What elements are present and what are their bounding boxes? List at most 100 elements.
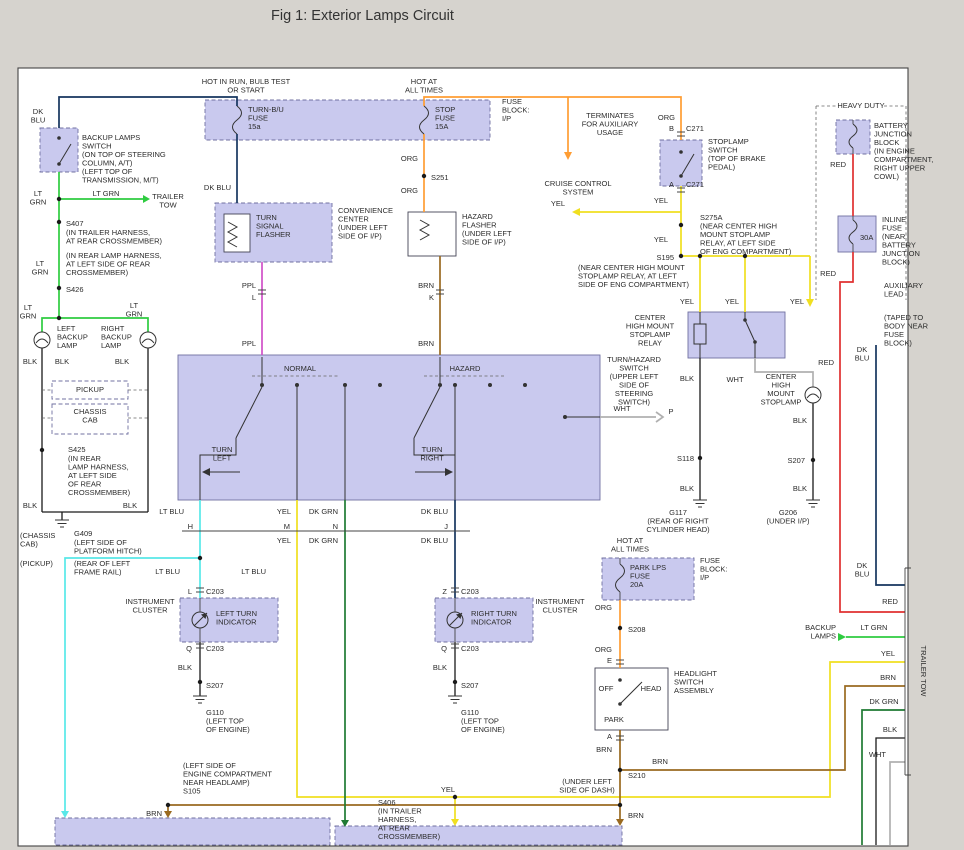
ppl-2-label: PPL <box>242 339 256 348</box>
red-2-label: RED <box>820 269 836 278</box>
brn-2-label: BRN <box>418 339 434 348</box>
contact-dots <box>57 136 757 706</box>
c203-3-label: C203 <box>206 644 224 653</box>
turn-right-arrow <box>445 468 453 476</box>
a-term-1-label: A <box>669 180 674 189</box>
ground-symbols <box>55 499 820 704</box>
yel-branch-arrow <box>806 299 814 307</box>
hazard-label-label: HAZARD <box>450 364 481 373</box>
yel-9-label: YEL <box>441 785 455 794</box>
lt-blu-3-label: LT BLU <box>241 567 266 576</box>
s426-label: S426 <box>66 285 84 294</box>
org-1-label: ORG <box>401 154 418 163</box>
brn-down-arrow-right <box>616 819 624 826</box>
org-5-label: ORG <box>595 645 612 654</box>
h-term-label: H <box>188 522 193 531</box>
brn-6-label: BRN <box>628 811 644 820</box>
trailer-tow-r-label: TRAILER TOW <box>919 646 928 698</box>
inline-fuse-box <box>837 215 877 253</box>
inline-fuse-30a-label: 30A <box>860 233 873 242</box>
s251-label-label: S251 <box>431 173 449 182</box>
blk-12-label: BLK <box>883 725 897 734</box>
blk-8-label: BLK <box>793 416 807 425</box>
chms-lamp-symbol <box>804 386 822 404</box>
wire-arrows <box>61 152 846 827</box>
chms-relay-box <box>687 311 786 359</box>
turn-left-arrow <box>202 468 210 476</box>
dk-grn-2-label: DK GRN <box>309 536 338 545</box>
lt-grn-6-label: LT GRN <box>861 623 888 632</box>
wires-red <box>839 154 905 613</box>
pickup-paren-label: (PICKUP) <box>20 559 53 568</box>
g409-label: G409 <box>74 529 92 538</box>
instrument-cluster-left-box <box>179 597 279 643</box>
lt-blu-down-arrow <box>61 811 69 818</box>
red-4-label: RED <box>882 597 898 606</box>
relay-coil <box>693 323 707 345</box>
backup-lamps-arrow <box>838 633 846 641</box>
q-term-r-label: Q <box>441 644 447 653</box>
e-term-label: E <box>607 656 612 665</box>
tsf-element <box>226 221 239 248</box>
figure-title: Fig 1: Exterior Lamps Circuit <box>271 8 454 24</box>
yel-down-arrow <box>451 819 459 826</box>
brn-down-arrow-left <box>164 811 172 818</box>
yel-1-label: YEL <box>551 199 565 208</box>
wires-blk <box>41 348 905 845</box>
left-backup-lamp-symbol <box>33 331 51 349</box>
hazard-element <box>418 219 431 241</box>
yel-6-label: YEL <box>790 297 804 306</box>
s207-m-label: S207 <box>461 681 479 690</box>
terminates-arrow <box>564 152 572 160</box>
brn-1-label: BRN <box>418 281 434 290</box>
instrument-cluster-right-box <box>434 597 534 643</box>
l-term-label: L <box>252 293 256 302</box>
dk-blu-3-label: DK BLU <box>421 507 448 516</box>
pickup-box-label-label: PICKUP <box>76 385 104 394</box>
cruise-control-arrow <box>572 208 580 216</box>
s195-label: S195 <box>656 253 674 262</box>
dk-blu-2-label: DK BLU <box>204 183 231 192</box>
wires-brn <box>167 256 905 819</box>
wires-wht <box>600 358 905 845</box>
ip-fuse-block-box <box>204 99 491 141</box>
headlight-switch-box <box>594 667 669 731</box>
s118-label: S118 <box>677 454 694 463</box>
c271-2-label: C271 <box>686 180 704 189</box>
trailer-tow-arrow <box>143 195 150 203</box>
blk-5-label: BLK <box>123 501 137 510</box>
l-term2-label: L <box>188 587 192 596</box>
turn-hazard-switch-box <box>177 354 601 501</box>
s426-desc-label: (IN REAR LAMP HARNESS,AT LEFT SIDE OF RE… <box>66 251 162 277</box>
z-term-label: Z <box>442 587 447 596</box>
s207-l-label: S207 <box>206 681 224 690</box>
lamp-symbols <box>33 331 822 642</box>
fuse-leads <box>619 120 854 600</box>
blk-1-label: BLK <box>23 357 37 366</box>
